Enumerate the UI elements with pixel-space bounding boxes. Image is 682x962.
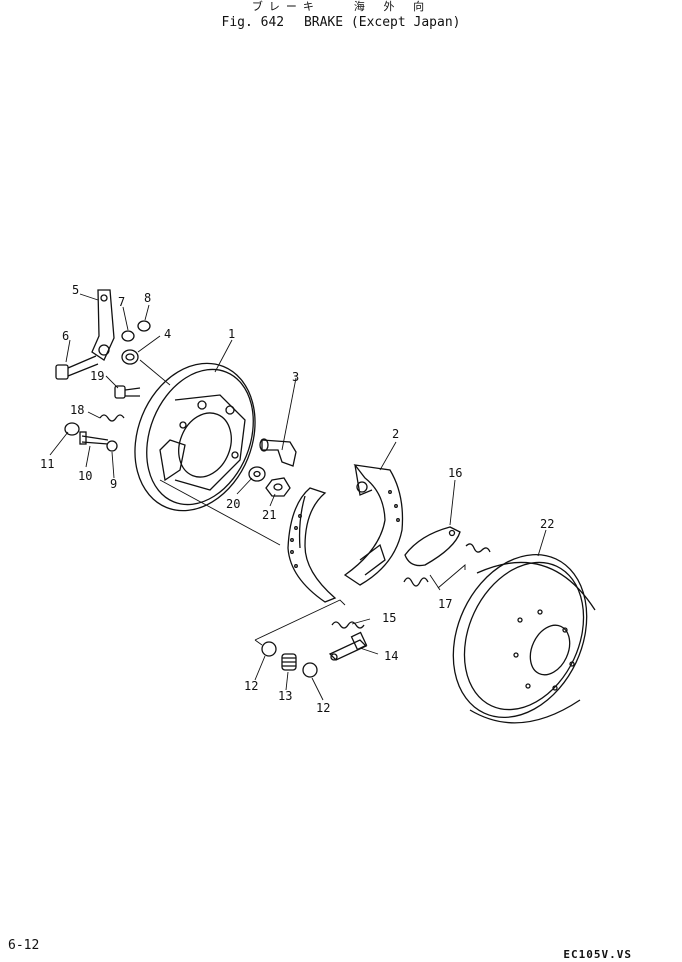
spring-part — [465, 543, 491, 553]
bolt-part — [114, 385, 141, 399]
bolt-part — [55, 355, 99, 380]
figure-number: Fig. 642 — [221, 15, 285, 30]
nut-part — [64, 422, 80, 436]
leader-lines — [49, 293, 547, 701]
callout-13: 13 — [278, 689, 292, 703]
callout-17: 17 — [438, 597, 452, 611]
nut-part — [137, 320, 151, 332]
japanese-title: ブレーキ 海 外 向 — [251, 0, 431, 13]
brake-drum-part — [452, 553, 596, 724]
spring-part — [106, 440, 118, 452]
callout-22: 22 — [540, 517, 554, 531]
callout-labels: 1 2 3 4 5 6 7 8 9 10 11 12 12 13 14 15 1… — [40, 283, 554, 715]
adjuster-lever-part — [404, 526, 461, 567]
figure-title: Fig. 642 BRAKE (Except Japan) — [0, 14, 682, 32]
callout-7: 7 — [118, 295, 125, 309]
lever-part — [91, 289, 115, 361]
model-code: EC105V.VS — [563, 948, 632, 961]
spring-part — [99, 414, 125, 422]
washer-part — [261, 641, 277, 657]
callout-8: 8 — [144, 291, 151, 305]
callout-4: 4 — [164, 327, 171, 341]
adjuster-screw-part — [281, 653, 297, 671]
callout-11: 11 — [40, 457, 54, 471]
pin-part — [79, 431, 109, 445]
page-number: 6-12 — [8, 938, 40, 953]
spring-part — [331, 621, 365, 629]
callout-12a: 12 — [244, 679, 258, 693]
washer-part — [248, 466, 266, 482]
callout-1: 1 — [228, 327, 235, 341]
callout-5: 5 — [72, 283, 79, 297]
spring-part — [403, 577, 429, 587]
callout-6: 6 — [62, 329, 69, 343]
wheel-cylinder-part — [328, 631, 368, 661]
callout-14: 14 — [384, 649, 398, 663]
callout-18: 18 — [70, 403, 84, 417]
washer-part — [121, 349, 139, 365]
callout-19: 19 — [90, 369, 104, 383]
callout-2: 2 — [392, 427, 399, 441]
callout-3: 3 — [292, 370, 299, 384]
callout-16: 16 — [448, 466, 462, 480]
washer-part — [302, 662, 318, 678]
callout-10: 10 — [78, 469, 92, 483]
callout-15: 15 — [382, 611, 396, 625]
nut-part — [265, 477, 291, 497]
backing-plate-part — [134, 362, 256, 512]
brake-shoe-part — [287, 464, 404, 603]
callout-21: 21 — [262, 508, 276, 522]
anchor-pin-part — [259, 438, 297, 467]
callout-9: 9 — [110, 477, 117, 491]
figure-caption: BRAKE (Except Japan) — [303, 15, 461, 30]
callout-12b: 12 — [316, 701, 330, 715]
washer-part — [121, 330, 135, 342]
callout-20: 20 — [226, 497, 240, 511]
